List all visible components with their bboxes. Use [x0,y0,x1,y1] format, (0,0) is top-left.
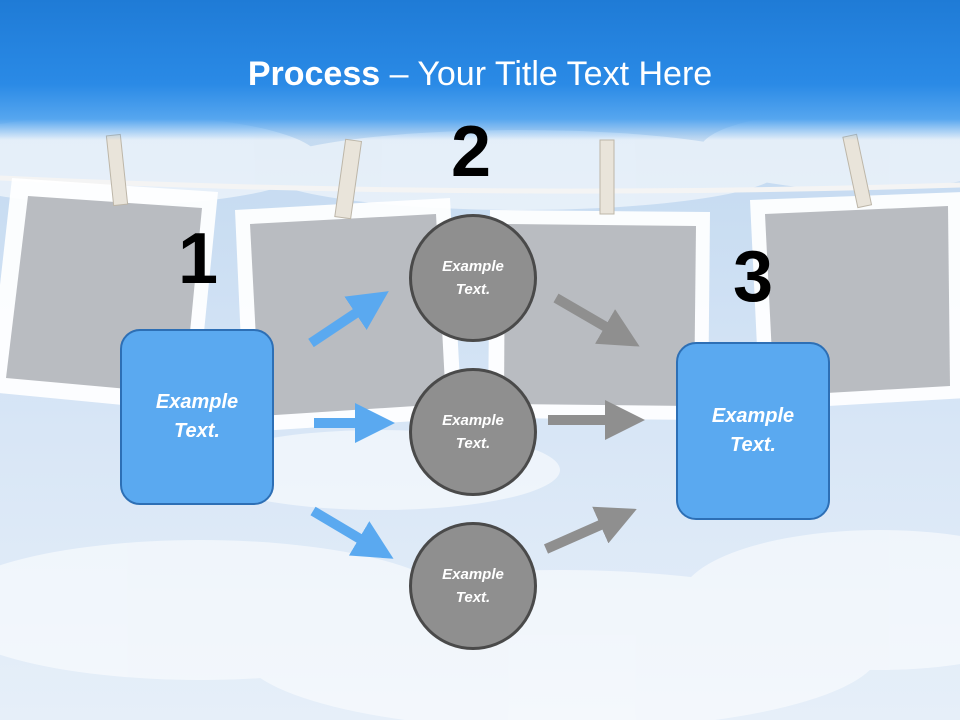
arrow-blue-down [310,506,394,559]
step-3-box: Example Text. [676,342,830,520]
step-number-2: 2 [451,112,492,192]
circle-text: Example Text. [442,412,504,452]
step-2-circle-bottom: Example Text. [409,522,537,650]
step-1-text: Example Text. [155,391,239,442]
arrow-gray-down [553,293,640,347]
step-3-text: Example Text. [711,405,795,456]
arrow-gray-up [543,506,637,554]
circle-text: Example Text. [442,258,504,298]
step-number-1: 1 [178,219,219,299]
step-2-circle-top: Example Text. [409,214,537,342]
slide-title: Process – Your Title Text Here [0,52,960,96]
circle-text: Example Text. [442,566,504,606]
step-1-box: Example Text. [120,329,274,505]
arrow-blue-up [308,291,389,348]
title-bold: Process [247,55,381,93]
step-number-3: 3 [733,237,774,317]
step-2-circle-middle: Example Text. [409,368,537,496]
title-rest: – Your Title Text Here [380,55,713,93]
title-bar [0,0,960,140]
